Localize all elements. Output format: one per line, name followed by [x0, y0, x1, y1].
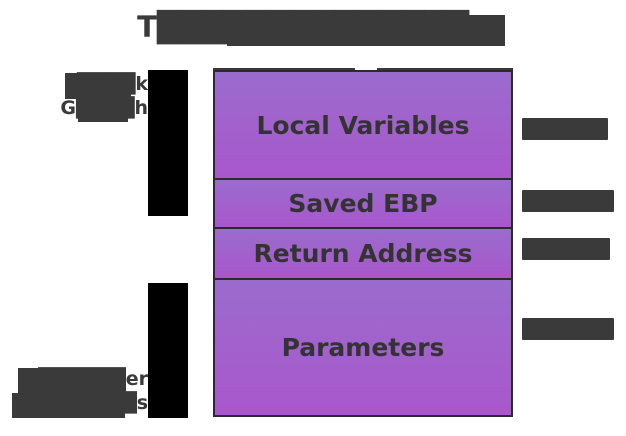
- stack-cell-local-variables[interactable]: Local Variables: [215, 72, 511, 180]
- stack-cell-label: Parameters: [281, 333, 445, 362]
- left-annotation-bar-lower: [148, 283, 188, 418]
- right-label-return-address: [522, 238, 610, 260]
- right-label-saved-ebp: [522, 190, 614, 212]
- right-label-local-variables: [522, 118, 608, 140]
- right-label-parameters: [522, 318, 614, 340]
- left-label-redaction-1: [65, 73, 131, 99]
- left-label-redaction-2: [78, 98, 128, 122]
- stack-cell-parameters[interactable]: Parameters: [215, 280, 511, 415]
- stack-frame: Local Variables Saved EBP Return Address…: [213, 70, 513, 417]
- stack-cell-return-address[interactable]: Return Address: [215, 229, 511, 280]
- left-annotation-bar-upper: [148, 70, 188, 216]
- stack-cell-saved-ebp[interactable]: Saved EBP: [215, 180, 511, 229]
- stack-cell-label: Return Address: [253, 239, 473, 268]
- stack-cell-label: Local Variables: [256, 110, 470, 140]
- left-label-redaction-3: [18, 368, 126, 393]
- title-redaction-bar: [227, 15, 505, 46]
- stack-top-tick-gap: [355, 66, 377, 71]
- left-label-redaction-4: [12, 393, 125, 418]
- stack-cell-label: Saved EBP: [288, 189, 438, 218]
